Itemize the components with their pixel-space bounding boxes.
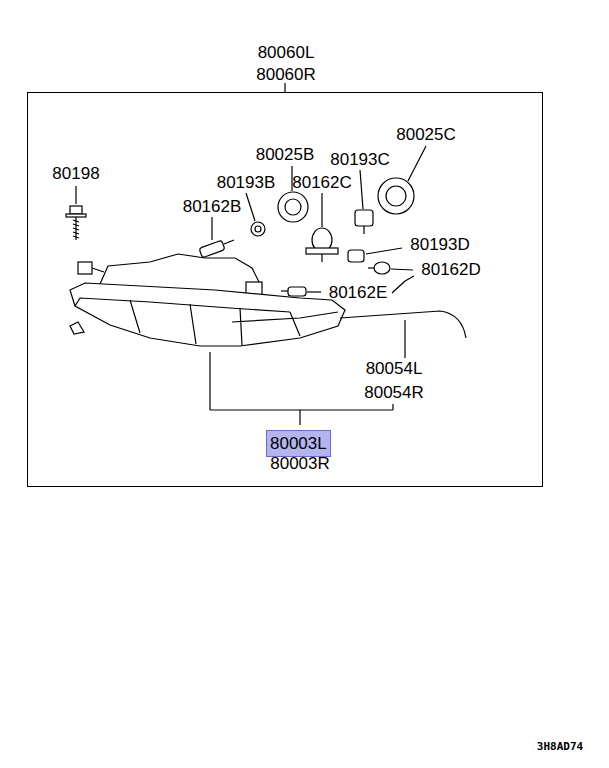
leader-line	[75, 186, 76, 204]
socket-80193D	[348, 250, 364, 262]
wire-80054	[340, 311, 466, 338]
part-frame: 80060L80060R80003L	[27, 92, 543, 487]
grommet-hole	[255, 226, 261, 232]
callout-number: 80193B	[217, 173, 276, 192]
bulb-80162D	[368, 262, 390, 274]
grommet-80193B	[251, 222, 265, 236]
bolt-symbol	[66, 206, 86, 240]
headlamp-housing	[70, 254, 345, 346]
callout-number: 80025B	[256, 145, 315, 164]
callout-number: 80193C	[330, 150, 390, 169]
leader-line	[284, 83, 285, 92]
leader-line	[210, 146, 426, 425]
part-number: 80060R	[256, 65, 316, 84]
drawing-code: 3H8AD74	[537, 740, 583, 753]
bulb-80162E	[281, 287, 306, 296]
highlighted-part-number: 80003L	[266, 430, 331, 457]
cap-80025C	[378, 178, 414, 214]
callout-number: 80162B	[183, 197, 242, 216]
callout-number: 80162C	[292, 173, 352, 192]
callout-number: 80198	[52, 164, 99, 183]
part-number: 80060L	[258, 43, 315, 62]
bulb-80162C	[306, 228, 338, 262]
callout-number: 80162E	[329, 283, 388, 302]
callout-number: 80025C	[396, 125, 456, 144]
part-number: 80003L	[270, 434, 327, 453]
bulb-80162B	[199, 240, 234, 258]
callout-number: 80193D	[410, 235, 470, 254]
cap-80025B	[278, 192, 308, 222]
socket-80193C	[355, 210, 373, 234]
callout-number: 80054R	[364, 383, 424, 402]
callout-number: 80162D	[421, 260, 481, 279]
callout-number: 80054L	[366, 359, 423, 378]
